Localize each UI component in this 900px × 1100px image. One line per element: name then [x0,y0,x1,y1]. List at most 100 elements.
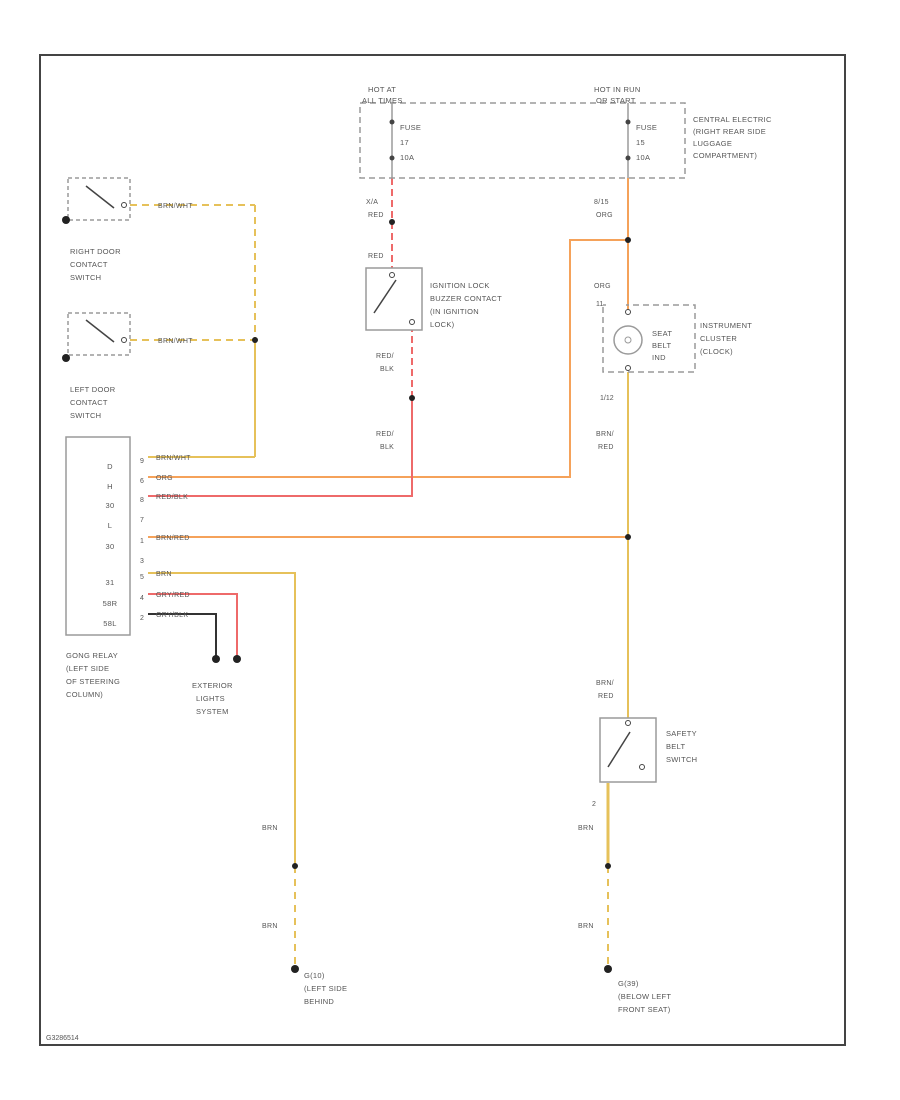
door-bus-junction-dot [252,337,258,343]
ground-right-wire-lower: BRN [578,923,594,930]
relay-wire-label: BRN [156,571,172,578]
central-electric-box: HOT AT ALL TIMES HOT IN RUN OR START FUS… [359,85,772,179]
hot-at-label-1: HOT AT [368,85,396,94]
seat-belt-lamp-label-3: IND [652,353,666,362]
ignition-wire-lower-1: RED/ [376,431,394,438]
relay-pin-number: 6 [140,478,144,485]
ignition-switch-box [365,267,423,331]
relay-pin-label: 31 [106,578,115,587]
fuse17-text-1: FUSE [400,123,421,132]
belt-switch-box [599,717,657,783]
ground-left: BRN BRN G(10) (LEFT SIDE BEHIND [262,825,347,1006]
belt-wire-below: BRN [578,825,594,832]
left-door-name-3: SWITCH [70,411,101,420]
relay-pin-number: 3 [140,558,144,565]
seat-belt-lamp-icon [613,325,643,355]
left-door-name-2: CONTACT [70,398,108,407]
relay-pin-label: 58L [103,619,116,628]
relay-pin-label: 30 [106,501,115,510]
fuse15-text-1: FUSE [636,123,657,132]
belt-wire-above-2: RED [598,693,614,700]
hot-at-label-2: ALL TIMES [362,96,403,105]
relay-pin-label: D [107,462,113,471]
fuse17-text-2: 17 [400,138,409,147]
gong-relay-name-2: (LEFT SIDE [66,664,109,673]
instrument-cluster: ORG 11 SEAT BELT IND INSTRUMENT CLUSTER … [594,283,752,451]
relay-pin-number: 9 [140,458,144,465]
right-door-ground-dot [62,216,70,224]
left-door-terminal [121,337,127,343]
diagram-frame [39,54,846,1046]
relay-pin-label: H [107,482,113,491]
hot-in-run-label-1: HOT IN RUN [594,85,641,94]
gong-relay-name-3: OF STEERING [66,677,120,686]
fuse15-junction-dot [625,237,631,243]
seat-belt-lamp-filament [624,336,632,344]
relay-wire-label: BRN/WHT [156,455,191,462]
exterior-lights-name-3: SYSTEM [196,707,229,716]
ignition-lock-buzzer-contact: RED IGNITION LOCK BUZZER CONTACT (IN IGN… [365,253,502,451]
relay-pin-label: 30 [106,542,115,551]
relay-pin-label: L [108,521,112,530]
ground-right-name-3: FRONT SEAT) [618,1005,671,1014]
fuse15-text-2: 15 [636,138,645,147]
relay-pin-label: 58R [103,599,118,608]
belt-switch-pin: 2 [592,801,596,808]
ignition-contact-arm [373,279,397,314]
gong-relay-name-1: GONG RELAY [66,651,118,660]
seat-belt-lamp-label-2: BELT [652,341,672,350]
wire-relay-58l [148,613,217,658]
relay-pin-number: 8 [140,497,144,504]
exterior-lights-name-2: LIGHTS [196,694,225,703]
cluster-pin-top: 11 [596,301,603,308]
relay-wire-label: GRY/BLK [156,612,188,619]
relay-pin-number: 2 [140,615,144,622]
fuse15-wire-label-1: 8/15 [594,199,609,206]
ignition-name-3: (IN IGNITION [430,307,479,316]
relay-pin-number: 5 [140,574,144,581]
cluster-wire-down-1: BRN/ [596,431,614,438]
fuse17-dot-top [389,119,395,125]
relay-pin-number: 7 [140,517,144,524]
ignition-terminal-bottom [409,319,415,325]
right-door-contact-arm [85,185,115,209]
fuse15-dot-bottom [625,155,631,161]
relay-pin-number: 1 [140,538,144,545]
fuse15-wire-label-2: ORG [596,212,613,219]
left-door-switch-box [67,312,131,356]
belt-switch-name-2: BELT [666,742,686,751]
ignition-wire-dot [409,395,415,401]
seat-belt-lamp-label-1: SEAT [652,329,672,338]
relay-wire-label: BRN/RED [156,535,190,542]
right-door-terminal [121,202,127,208]
exterior-lights-name-1: EXTERIOR [192,681,233,690]
fuse17-wire-label-2: RED [368,212,384,219]
ignition-name-1: IGNITION LOCK [430,281,490,290]
cluster-terminal-bottom [625,365,631,371]
gong-relay-name-4: COLUMN) [66,690,103,699]
belt-line-junction-dot [625,534,631,540]
cluster-box-mask [606,300,626,310]
relay-wire-label: GRY/RED [156,592,190,599]
ground-left-name-3: BEHIND [304,997,334,1006]
right-door-name-2: CONTACT [70,260,108,269]
right-door-switch-box [67,177,131,221]
wire-relay-58r [148,593,238,658]
belt-switch-name-1: SAFETY [666,729,697,738]
fuse-box-outline [359,102,686,179]
relay-pin-number: 4 [140,595,144,602]
ground-right-name-1: G(39) [618,979,639,988]
right-door-switch: BRN/WHT RIGHT DOOR CONTACT SWITCH [62,177,193,282]
ignition-top-wire-label: RED [368,253,384,260]
relay-wire-label: RED/BLK [156,494,188,501]
cluster-box [602,304,696,373]
central-electric-name-4: COMPARTMENT) [693,151,757,160]
fuse17-text-3: 10A [400,153,414,162]
ground-left-name-2: (LEFT SIDE [304,984,347,993]
belt-contact-arm [607,731,631,768]
fuse17-wire-label-1: X/A [366,199,378,206]
fuse15-text-3: 10A [636,153,650,162]
ground-right-connector-dot [605,863,611,869]
wire-relay-31 [148,572,296,866]
